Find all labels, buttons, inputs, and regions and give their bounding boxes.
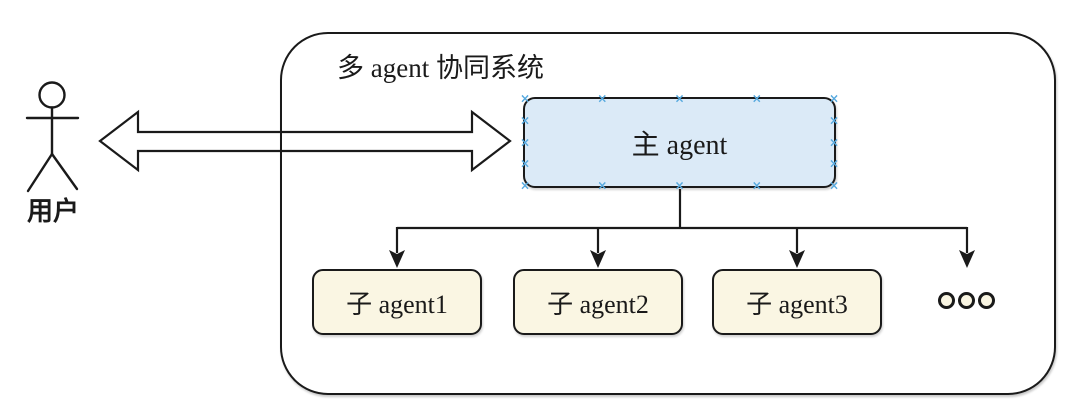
ellipsis-circle — [958, 291, 975, 309]
main-agent-node[interactable]: 主 agent ×××××××××××××××× — [520, 93, 839, 192]
system-title: 多 agent 协同系统 — [337, 53, 544, 83]
sub-agent-1-node[interactable]: 子 agent1 — [312, 269, 482, 335]
main-agent-label: 主 agent — [631, 129, 728, 161]
user-stick-figure-icon[interactable] — [25, 81, 80, 193]
sub-agent-2-label: 子 agent2 — [547, 289, 649, 319]
ellipsis-circles-icon — [938, 291, 995, 309]
sub-agent-2-node[interactable]: 子 agent2 — [513, 269, 683, 335]
ellipsis-circle — [978, 291, 995, 309]
system-container-shape[interactable] — [280, 32, 1056, 395]
sub-agent-3-node[interactable]: 子 agent3 — [712, 269, 882, 335]
ellipsis-circle — [938, 291, 955, 309]
user-label: 用户 — [26, 197, 79, 226]
sub-agent-3-label: 子 agent3 — [746, 289, 848, 319]
sub-agent-1-label: 子 agent1 — [346, 289, 448, 319]
